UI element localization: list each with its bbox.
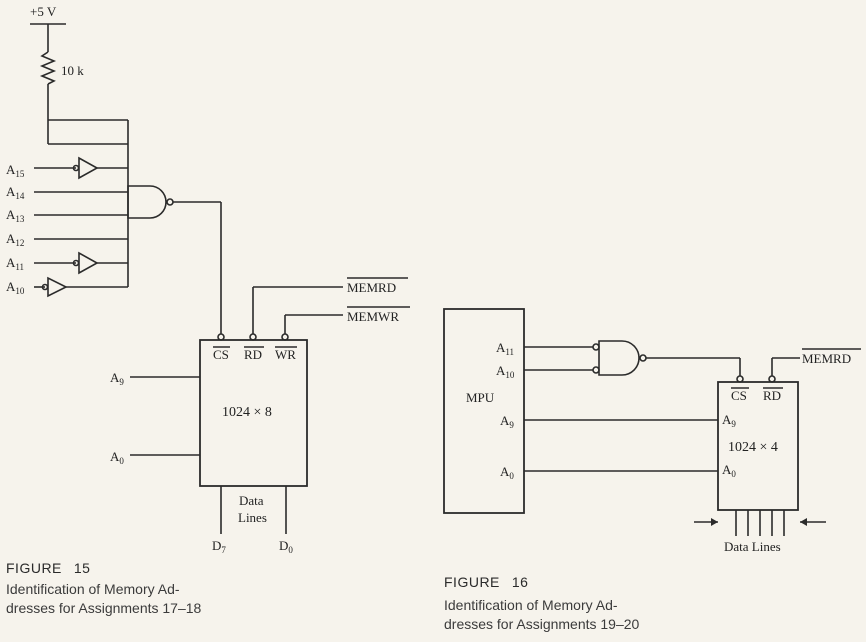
chip-addr-a9: A9 <box>110 370 124 387</box>
figure-15-caption: Identification of Memory Ad- dresses for… <box>6 580 201 618</box>
address-label-a14: A14 <box>6 184 25 201</box>
pin-cs: CS <box>213 347 229 362</box>
cs-bubble <box>217 333 225 341</box>
cs-bubble <box>736 375 744 383</box>
nand-gate <box>127 185 167 219</box>
arrow-head-right <box>711 518 718 526</box>
data-label-1: Data <box>239 493 264 508</box>
address-label-a15: A15 <box>6 162 25 179</box>
address-label-a13: A13 <box>6 207 25 224</box>
nand-gate <box>598 340 640 376</box>
resistor-label: 10 k <box>61 63 84 78</box>
data-d0-label: D0 <box>279 538 293 555</box>
caption-line: Identification of Memory Ad- <box>6 581 180 597</box>
pin-rd: RD <box>763 388 781 403</box>
caption-number: 16 <box>511 574 529 590</box>
inverter-a10 <box>47 276 68 298</box>
address-label-a10: A10 <box>6 279 25 296</box>
mpu-block <box>443 308 525 514</box>
caption-label: FIGURE <box>6 560 62 576</box>
signal-memrd: MEMRD <box>802 351 851 366</box>
pin-cs: CS <box>731 388 747 403</box>
memory-chip-1024x4 <box>717 381 799 511</box>
mpu-pin-a0: A0 <box>500 464 514 481</box>
chip-size-label: 1024 × 8 <box>222 405 272 420</box>
figure-16-diagram: MPU A11 A10 A9 A0 CS RD A9 1024 × 4 A0 M… <box>443 308 861 554</box>
input-bubble <box>592 343 600 351</box>
data-lines-label: Data Lines <box>724 539 781 554</box>
mpu-pin-a9: A9 <box>500 413 514 430</box>
figure-15-diagram: +5 V 10 k A15 A14 A13 A12 A11 A10 <box>6 4 410 555</box>
pin-rd: RD <box>244 347 262 362</box>
caption-number: 15 <box>73 560 91 576</box>
arrow-head-left <box>800 518 807 526</box>
resistor-symbol <box>39 51 57 85</box>
data-d7-label: D7 <box>212 538 226 555</box>
nand-bubble <box>639 354 647 362</box>
figure-16-caption-title: FIGURE 16 <box>444 574 528 590</box>
nand-bubble <box>166 198 174 206</box>
figure-16-caption: Identification of Memory Ad- dresses for… <box>444 596 639 634</box>
chip-pin-a9: A9 <box>722 412 736 429</box>
address-label-a11: A11 <box>6 255 24 272</box>
figure-15-caption-title: FIGURE 15 <box>6 560 90 576</box>
chip-pin-a0: A0 <box>722 462 736 479</box>
input-bubble <box>592 366 600 374</box>
data-label-2: Lines <box>238 510 267 525</box>
supply-label: +5 V <box>30 4 57 19</box>
caption-line: Identification of Memory Ad- <box>444 597 618 613</box>
chip-addr-a0: A0 <box>110 449 124 466</box>
mpu-pin-a11: A11 <box>496 340 514 357</box>
pin-wr: WR <box>275 347 296 362</box>
mpu-pin-a10: A10 <box>496 363 515 380</box>
caption-line: dresses for Assignments 17–18 <box>6 600 202 616</box>
caption-line: dresses for Assignments 19–20 <box>444 616 640 632</box>
signal-memwr: MEMWR <box>347 309 399 324</box>
inverter-a11 <box>78 251 99 275</box>
chip-size-label: 1024 × 4 <box>728 440 778 455</box>
signal-memrd: MEMRD <box>347 280 396 295</box>
inverter-a15 <box>78 156 99 180</box>
mpu-label: MPU <box>466 390 495 405</box>
address-label-a12: A12 <box>6 231 24 248</box>
caption-label: FIGURE <box>444 574 500 590</box>
